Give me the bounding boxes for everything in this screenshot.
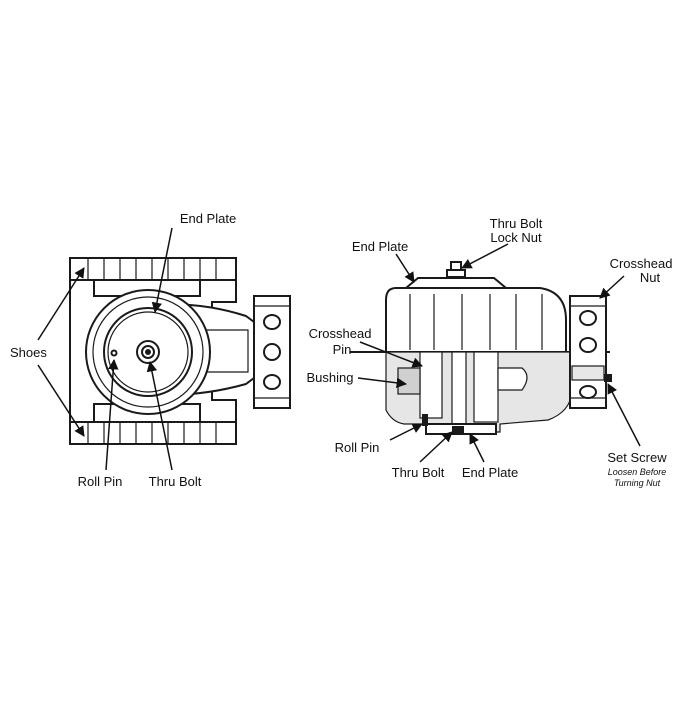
left-labels: End Plate Shoes Roll Pin Thru Bolt — [10, 211, 236, 489]
label-crosshead-pin-2: Pin — [333, 342, 352, 357]
end-plate-top — [403, 277, 509, 289]
label-crosshead-nut-1: Crosshead — [610, 256, 673, 271]
thru-bolt — [451, 351, 467, 425]
left-end-plate-circle — [103, 307, 193, 397]
right-labels: Thru Bolt Lock Nut End Plate Crosshead N… — [307, 216, 673, 488]
set-screw — [604, 374, 612, 382]
right-crosshead-nut — [569, 295, 607, 409]
label-crosshead-nut-2: Nut — [640, 270, 661, 285]
thru-bolt-lock-nut — [446, 261, 466, 278]
label-end-plate-bottom: End Plate — [462, 465, 518, 480]
bottom-shoe — [69, 421, 237, 445]
label-end-plate-top: End Plate — [352, 239, 408, 254]
top-shoe — [69, 257, 237, 281]
label-set-screw-note-2: Turning Nut — [614, 478, 661, 488]
label-thru-bolt-left: Thru Bolt — [149, 474, 202, 489]
right-roll-pin — [422, 414, 428, 426]
label-end-plate-left: End Plate — [180, 211, 236, 226]
label-thru-bolt-lock-nut-1: Thru Bolt — [490, 216, 543, 231]
right-leaders — [357, 243, 641, 463]
left-thru-bolt-center — [145, 349, 151, 355]
label-crosshead-pin-1: Crosshead — [309, 326, 372, 341]
right-housing — [385, 287, 567, 353]
label-thru-bolt-right: Thru Bolt — [392, 465, 445, 480]
bushing — [397, 367, 421, 395]
label-set-screw-note-1: Loosen Before — [608, 467, 667, 477]
label-roll-pin-left: Roll Pin — [78, 474, 123, 489]
left-leaders — [37, 227, 173, 471]
label-shoes: Shoes — [10, 345, 47, 360]
crosshead-pin — [419, 351, 443, 419]
right-side-view — [350, 261, 612, 435]
left-roll-pin-hole — [110, 349, 118, 357]
left-end-view — [69, 257, 291, 445]
label-roll-pin-right: Roll Pin — [335, 440, 380, 455]
label-set-screw: Set Screw — [607, 450, 667, 465]
label-bushing: Bushing — [307, 370, 354, 385]
left-crosshead-nut — [253, 295, 291, 409]
label-thru-bolt-lock-nut-2: Lock Nut — [490, 230, 542, 245]
